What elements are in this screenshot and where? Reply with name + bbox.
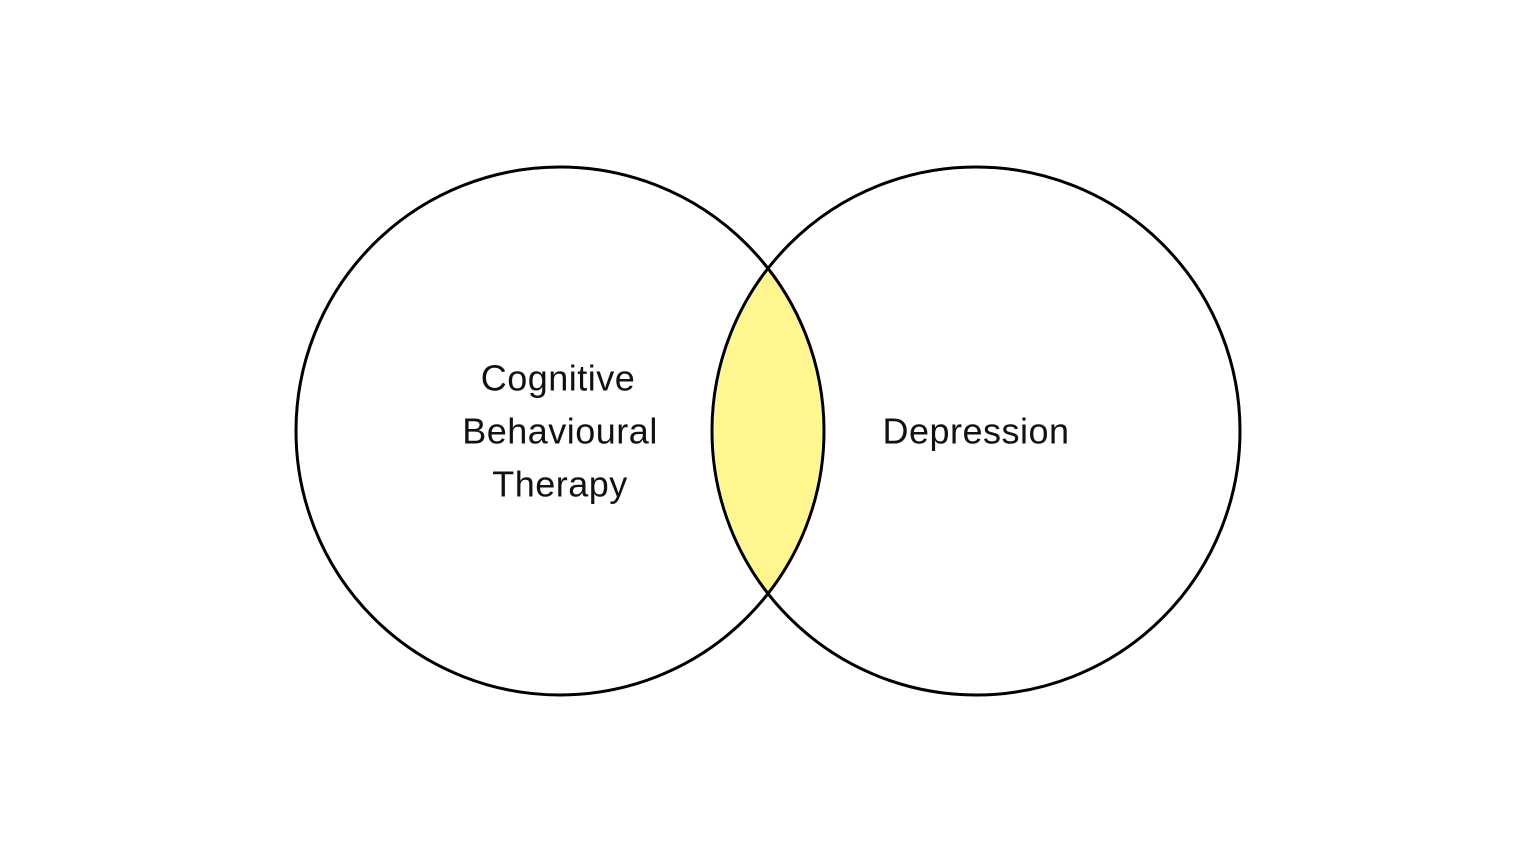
circle-depression	[710, 165, 1242, 697]
label-left-line-2: Behavioural	[462, 411, 658, 452]
label-right: Depression	[882, 411, 1069, 452]
circle-cognitive-behavioural-therapy	[294, 165, 826, 697]
label-left-line-3: Therapy	[492, 464, 628, 505]
label-left-line-1: Cognitive	[481, 358, 636, 399]
overlap-highlight	[713, 271, 823, 591]
